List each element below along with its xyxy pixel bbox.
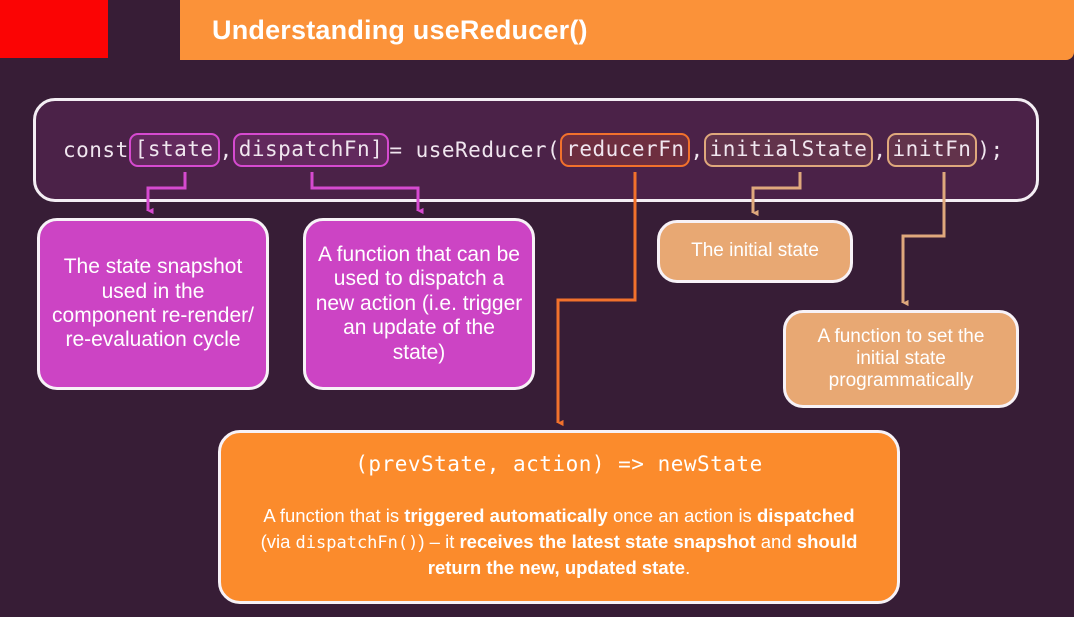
- code-text: ,: [219, 137, 233, 162]
- code-token-dispatchfn: dispatchFn]: [232, 133, 390, 167]
- title-banner: Understanding useReducer(): [180, 0, 1074, 60]
- reducer-desc-part: triggered automatically: [404, 504, 608, 526]
- callout-state-snapshot: The state snapshot used in the component…: [37, 218, 269, 390]
- reducer-desc-part: .: [685, 557, 691, 579]
- reducer-desc-part: (via: [260, 531, 296, 553]
- code-text: const: [63, 137, 129, 162]
- reducer-desc-part: receives the latest state snapshot: [459, 531, 756, 553]
- callout-init-fn-text: A function to set the initial state prog…: [817, 325, 985, 392]
- code-token-initfn: initFn: [886, 133, 978, 167]
- red-accent-block: [0, 0, 108, 58]
- code-text: = useReducer(: [389, 137, 561, 162]
- reducer-desc-part: dispatched: [756, 504, 855, 526]
- reducer-description: A function that is triggered automatical…: [247, 503, 871, 582]
- reducer-signature: (prevState, action) => newState: [355, 452, 763, 477]
- reducer-desc-part: ) – it: [418, 531, 460, 553]
- callout-reducer-fn: (prevState, action) => newState A functi…: [218, 430, 900, 604]
- code-line: const [state, dispatchFn] = useReducer(r…: [36, 133, 1004, 167]
- callout-initial-state-text: The initial state: [691, 240, 819, 262]
- reducer-desc-part: should return the new, updated state: [427, 531, 858, 579]
- callout-initial-state: The initial state: [657, 220, 853, 283]
- code-token-initialstate: initialState: [703, 133, 874, 167]
- code-text: );: [977, 137, 1004, 162]
- reducer-desc-part: once an action is: [607, 504, 757, 526]
- callout-dispatch-fn: A function that can be used to dispatch …: [303, 218, 535, 390]
- code-token-state: [state: [128, 133, 220, 167]
- callout-init-fn: A function to set the initial state prog…: [783, 310, 1019, 408]
- code-text: ,: [690, 137, 704, 162]
- reducer-desc-part: A function that is: [263, 504, 405, 526]
- reducer-desc-part: dispatchFn(): [295, 533, 419, 554]
- callout-dispatch-fn-text: A function that can be used to dispatch …: [315, 243, 523, 364]
- code-snippet-box: const [state, dispatchFn] = useReducer(r…: [33, 98, 1039, 202]
- wire-reducerfn: [556, 172, 637, 427]
- code-token-reducerfn: reducerFn: [560, 133, 691, 167]
- reducer-desc-part: and: [755, 531, 797, 553]
- page-title: Understanding useReducer(): [212, 14, 588, 45]
- code-text: ,: [873, 137, 887, 162]
- callout-state-snapshot-text: The state snapshot used in the component…: [52, 255, 254, 352]
